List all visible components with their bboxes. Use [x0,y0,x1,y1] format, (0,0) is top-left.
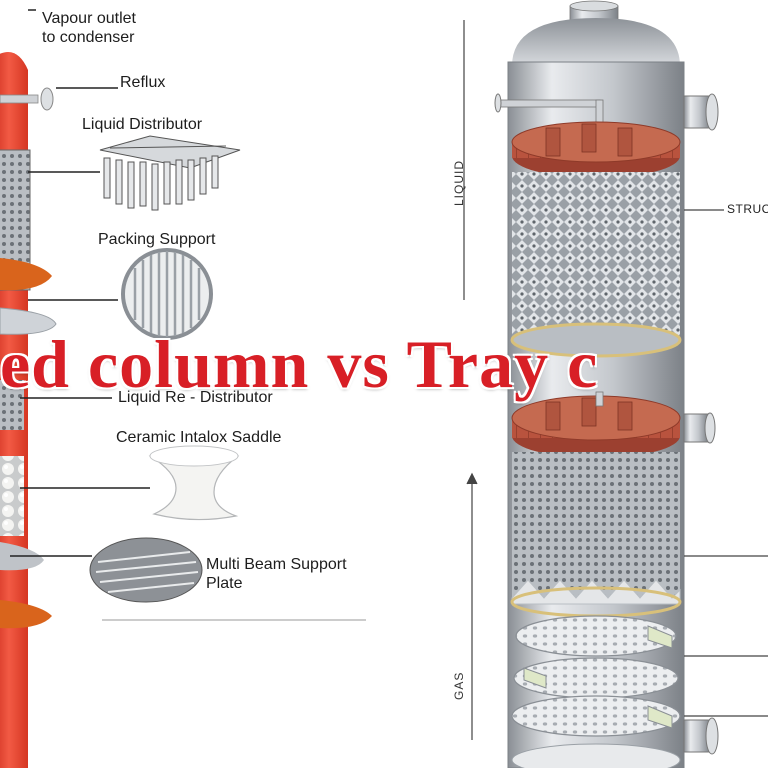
ceramic-saddle-icon [150,446,238,520]
liquid-distributor-icon [100,136,240,210]
label-vapour-outlet: Vapour outlet to condenser [42,9,136,47]
label-gas: GAS [452,672,466,700]
label-multi-beam-plate: Multi Beam Support Plate [206,555,347,593]
label-structured-packing: STRUC [727,202,768,216]
packed-column [0,52,56,768]
label-liquid: LIQUID [452,160,466,206]
label-liquid-distributor: Liquid Distributor [82,115,202,134]
multi-beam-plate-icon [90,538,202,602]
packing-support-icon [123,250,211,338]
label-reflux: Reflux [120,73,165,92]
label-packing-support: Packing Support [98,230,215,249]
label-ceramic-saddle: Ceramic Intalox Saddle [116,428,281,447]
overlay-title: ed column vs Tray c [0,328,768,400]
